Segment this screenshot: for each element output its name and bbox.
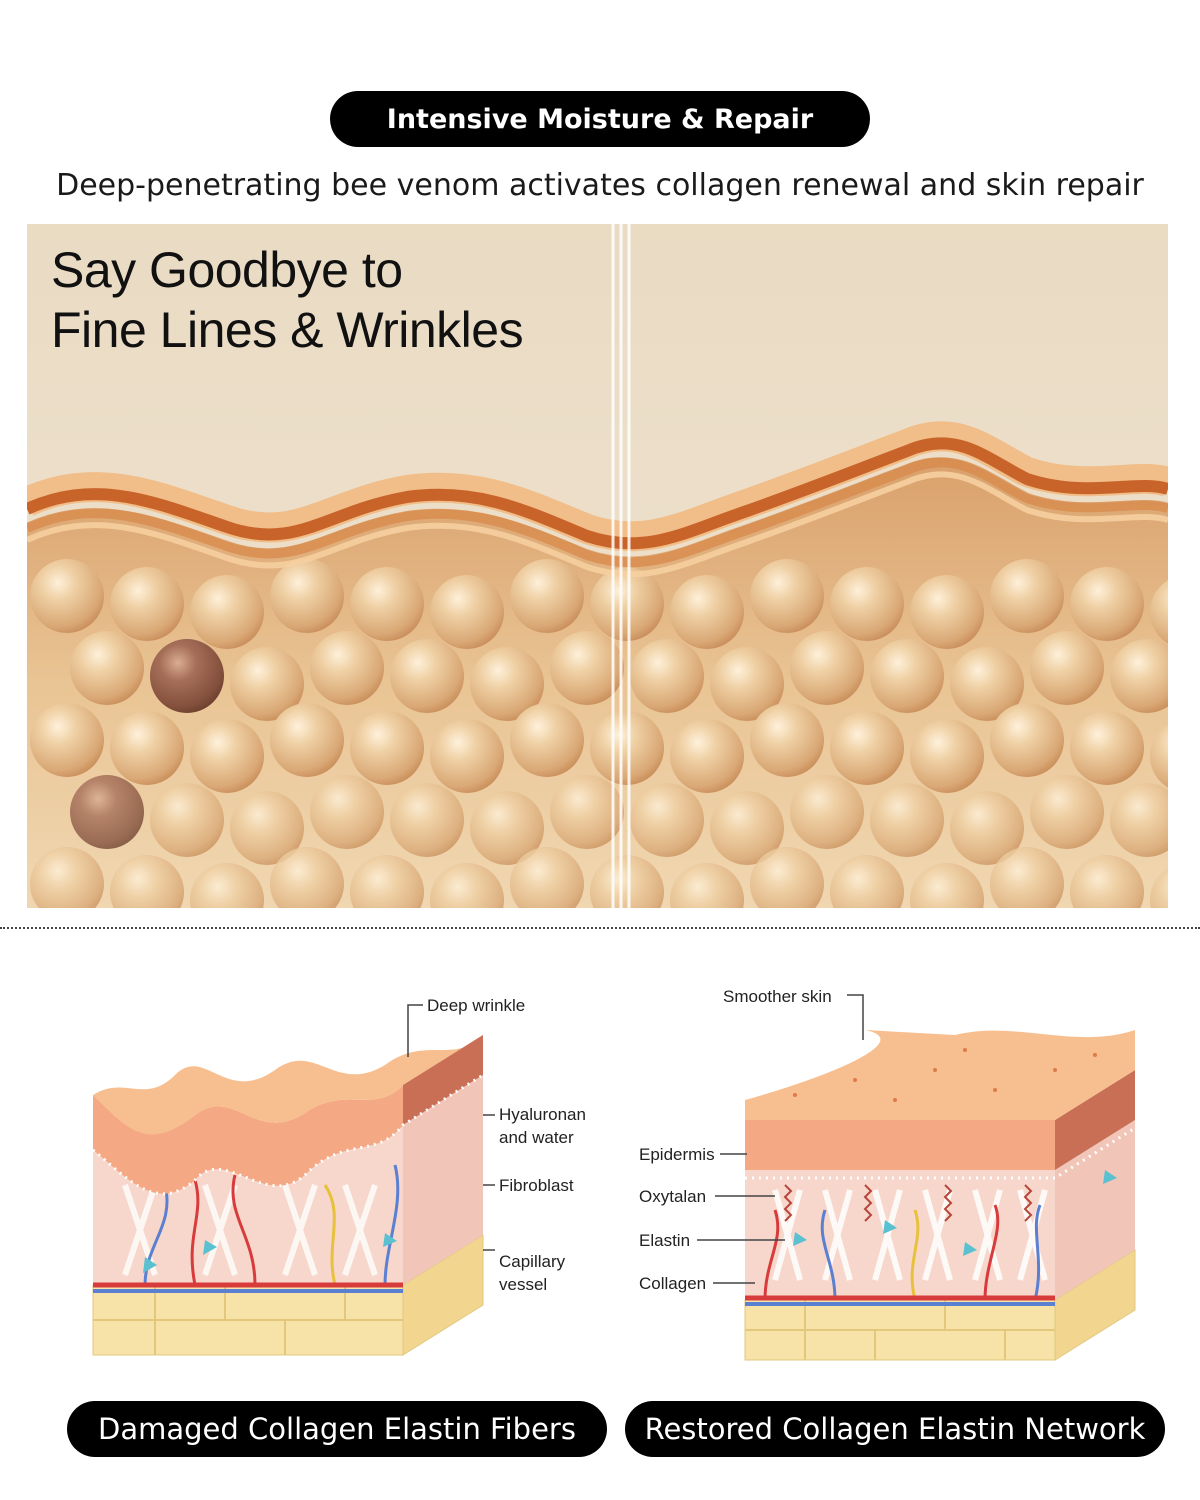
sphere-light — [310, 775, 384, 849]
hero-title-line-1: Say Goodbye to — [51, 242, 403, 298]
sphere-light — [190, 575, 264, 649]
sphere-light — [110, 711, 184, 785]
sphere-light — [510, 703, 584, 777]
sphere-light — [990, 847, 1064, 908]
hero-illustration: Say Goodbye to Fine Lines & Wrinkles — [27, 224, 1168, 908]
label-hyaluronan-line-1: Hyaluronan — [499, 1105, 586, 1124]
restored-caption-badge: Restored Collagen Elastin Network — [625, 1401, 1165, 1457]
sphere-light — [870, 639, 944, 713]
sphere-light — [350, 855, 424, 908]
label-epidermis: Epidermis — [639, 1145, 715, 1164]
sphere-light — [390, 783, 464, 857]
sphere-light — [30, 847, 104, 908]
hero-title: Say Goodbye to Fine Lines & Wrinkles — [51, 240, 524, 360]
sphere-light — [1070, 855, 1144, 908]
sphere-light — [1070, 711, 1144, 785]
sphere-light — [750, 847, 824, 908]
sphere-light — [1150, 724, 1168, 788]
sphere-light — [110, 567, 184, 641]
sphere-light — [1110, 783, 1168, 857]
sphere-light — [510, 847, 584, 908]
sphere-light — [270, 703, 344, 777]
sphere-light — [830, 567, 904, 641]
sphere-light — [30, 703, 104, 777]
hero-title-line-2: Fine Lines & Wrinkles — [51, 302, 524, 358]
sphere-light — [830, 711, 904, 785]
sphere-light — [350, 567, 424, 641]
damaged-caption-badge: Damaged Collagen Elastin Fibers — [67, 1401, 607, 1457]
sphere-light — [150, 783, 224, 857]
sphere-light — [1150, 580, 1168, 644]
sphere-light — [710, 647, 784, 721]
sphere-light — [1030, 631, 1104, 705]
sphere-light — [750, 703, 824, 777]
sphere-light — [390, 639, 464, 713]
label-hyaluronan-line-2: and water — [499, 1128, 574, 1147]
sphere-light — [430, 575, 504, 649]
sphere-light — [670, 863, 744, 908]
label-capillary-line-1: Capillary — [499, 1252, 566, 1271]
label-oxytalan: Oxytalan — [639, 1187, 706, 1206]
sphere-light — [590, 711, 664, 785]
label-fibroblast: Fibroblast — [499, 1176, 574, 1195]
label-deep-wrinkle: Deep wrinkle — [427, 996, 525, 1015]
sphere-light — [190, 719, 264, 793]
sphere-light — [430, 719, 504, 793]
sphere-light — [790, 775, 864, 849]
label-collagen: Collagen — [639, 1274, 706, 1293]
sphere-light — [750, 559, 824, 633]
sphere-light — [910, 575, 984, 649]
sphere-light — [630, 783, 704, 857]
sphere-light — [950, 791, 1024, 865]
sphere-light — [1070, 567, 1144, 641]
sphere-light — [710, 791, 784, 865]
sphere-light — [950, 647, 1024, 721]
sphere-light — [470, 791, 544, 865]
sphere-light — [1030, 775, 1104, 849]
sphere-light — [1150, 868, 1168, 908]
sphere-light — [270, 559, 344, 633]
damaged-skin-diagram: Deep wrinkle Hyaluronan and water Fibrob… — [85, 985, 625, 1375]
sphere-light — [310, 631, 384, 705]
sphere-light — [590, 567, 664, 641]
sphere-light — [670, 575, 744, 649]
sphere-light — [790, 631, 864, 705]
header-subtitle: Deep-penetrating bee venom activates col… — [56, 168, 1144, 203]
sphere-light — [830, 855, 904, 908]
sphere-dark — [150, 639, 224, 713]
sphere-light — [550, 631, 624, 705]
skin-layer-illustration — [27, 224, 1168, 908]
sphere-light — [190, 863, 264, 908]
sphere-light — [910, 719, 984, 793]
restored-skin-diagram: Smoother skin Epidermis Oxytalan Elastin… — [635, 980, 1155, 1380]
sphere-light — [910, 863, 984, 908]
label-capillary-line-2: vessel — [499, 1275, 547, 1294]
sphere-light — [470, 647, 544, 721]
sphere-light — [350, 711, 424, 785]
sphere-light — [30, 559, 104, 633]
sphere-light — [630, 639, 704, 713]
sphere-light — [230, 791, 304, 865]
sphere-light — [230, 647, 304, 721]
label-smoother-skin: Smoother skin — [723, 987, 832, 1006]
sphere-light — [430, 863, 504, 908]
sphere-light — [510, 559, 584, 633]
sphere-light — [990, 559, 1064, 633]
label-elastin: Elastin — [639, 1231, 690, 1250]
sphere-light — [670, 719, 744, 793]
section-divider — [0, 927, 1200, 929]
sphere-light — [270, 847, 344, 908]
sphere-light — [550, 775, 624, 849]
sphere-light — [870, 783, 944, 857]
sphere-light — [990, 703, 1064, 777]
sphere-light — [1110, 639, 1168, 713]
header-badge: Intensive Moisture & Repair — [330, 91, 870, 147]
sphere-light — [590, 855, 664, 908]
sphere-light — [110, 855, 184, 908]
sphere-light — [70, 631, 144, 705]
sphere-dark — [70, 775, 144, 849]
